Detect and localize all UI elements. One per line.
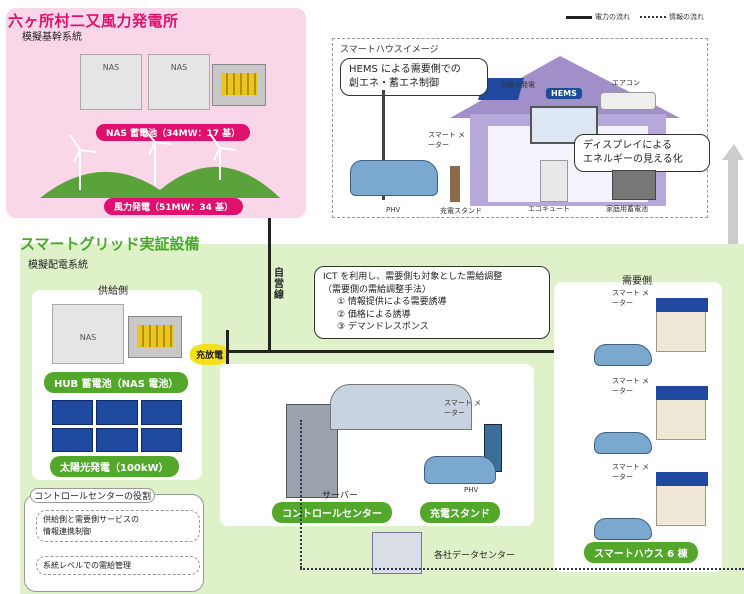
control-role-title: コントロールセンターの役割	[30, 488, 156, 503]
data-center-icon	[372, 532, 422, 574]
house-meter-label: スマート メーター	[612, 289, 650, 307]
private-line-vertical	[268, 218, 271, 352]
hems-callout: HEMS による需要側での 創エネ・蓄エネ制御	[340, 58, 488, 96]
utility-pole-icon	[382, 90, 385, 200]
phv-small-label: PHV	[386, 206, 401, 214]
server-icon	[286, 404, 338, 498]
legend-info: 情報の流れ	[640, 12, 704, 22]
hub-battery-cells	[128, 316, 182, 358]
control-role-item1-line: 供給側と需要側サービスの	[43, 515, 139, 524]
server-label: サーバー	[322, 491, 358, 501]
info-flow-line-vertical	[300, 420, 302, 568]
ecocute-icon	[540, 160, 568, 202]
nas-text: NAS	[102, 63, 120, 72]
charge-stand-label: 充電スタンド	[420, 502, 500, 523]
solar-panel	[140, 427, 182, 452]
solar-panel	[96, 400, 138, 425]
home-battery-label: 家庭用蓄電池	[606, 205, 648, 213]
solar-label: 太陽光発電（100kW）	[50, 456, 179, 477]
control-center-label: コントロールセンター	[272, 502, 392, 523]
hub-battery-label: HUB 蓄電池（NAS 電池）	[44, 372, 189, 393]
ecocute-label: エコキュート	[528, 205, 570, 213]
ict-item: ① 情報提供による需要誘導	[337, 297, 447, 308]
flow-arrow-icon	[722, 144, 744, 340]
house-meter-label: スマート メーター	[612, 377, 650, 395]
display-callout-line: エネルギーの見える化	[583, 154, 683, 165]
roof-solar-icon	[656, 386, 708, 400]
control-role-item1: 供給側と需要側サービスの 情報連携制御	[36, 510, 200, 542]
hub-battery-icon: NAS	[52, 304, 124, 364]
solar-array	[52, 400, 182, 452]
ict-line: ICT を利用し、需要側も対象とした需給調整	[323, 272, 503, 282]
charge-discharge-badge: 充放電	[190, 344, 230, 365]
house-meter-label: スマート メーター	[428, 131, 466, 149]
solar-panel	[96, 427, 138, 452]
smart-house-image-box	[332, 38, 708, 218]
main-power-line	[226, 350, 626, 353]
hems-badge: HEMS	[546, 88, 582, 99]
wind-label: 風力発電（51MW：34 基）	[104, 198, 244, 215]
roof-solar-icon	[656, 472, 708, 486]
display-monitor-icon	[530, 106, 598, 144]
nas-battery-unit: NAS	[80, 54, 142, 110]
smart-house-unit: スマート メーター	[576, 462, 716, 542]
battery-cells-icon	[137, 325, 173, 347]
control-building-icon	[330, 384, 472, 430]
house-meter-label: スマート メーター	[612, 463, 650, 481]
phv-car-icon	[594, 432, 652, 454]
solar-panel	[140, 400, 182, 425]
display-callout-line: ディスプレイによる	[583, 140, 672, 151]
wind-farm-subtitle: 模擬基幹系統	[22, 32, 82, 43]
phv-car-icon	[424, 456, 496, 484]
hems-callout-line: HEMS による需要側での	[349, 64, 461, 75]
phv-car-icon	[594, 344, 652, 366]
nas-text: NAS	[170, 63, 188, 72]
demand-side-label: 需要側	[622, 276, 652, 287]
wind-farm-title: 六ヶ所村二又風力発電所	[8, 12, 179, 30]
home-battery-icon	[612, 170, 656, 200]
smart-house-caption: スマートハウスイメージ	[340, 45, 439, 55]
control-role-box	[24, 494, 204, 592]
legend: 電力の流れ 情報の流れ	[566, 12, 704, 22]
solar-small-label: 太陽光発電	[500, 81, 535, 89]
wind-farm-illustration	[40, 130, 280, 198]
smart-house-6-label: スマートハウス 6 棟	[584, 542, 698, 563]
hems-callout-line: 創エネ・蓄エネ制御	[349, 78, 439, 89]
solar-panel	[52, 427, 94, 452]
display-callout: ディスプレイによる エネルギーの見える化	[574, 134, 710, 172]
private-line-label: 自営線	[274, 268, 284, 301]
phv-car-icon	[594, 518, 652, 540]
supply-side-label: 供給側	[98, 286, 128, 297]
control-role-item2: 系統レベルでの需給管理	[36, 556, 200, 575]
data-center-label: 各社データセンター	[434, 551, 516, 561]
charge-stand-small-label: 充電スタンド	[440, 207, 482, 215]
phv-car-icon	[350, 160, 438, 196]
info-flow-line	[300, 568, 744, 570]
ict-line: （需要側の需給調整手法）	[323, 284, 432, 295]
smart-grid-subtitle: 模擬配電系統	[28, 260, 88, 271]
ict-callout: ICT を利用し、需要側も対象とした需給調整 （需要側の需給調整手法） ① 情報…	[314, 266, 550, 339]
charge-stand-icon	[450, 166, 460, 202]
control-role-item1-line: 情報連携制御	[43, 527, 91, 536]
battery-cells-icon	[221, 73, 257, 95]
cc-meter-label: スマート メーター	[444, 399, 482, 417]
ict-item: ② 価格による誘導	[337, 309, 411, 320]
smart-house-unit: スマート メーター	[576, 376, 716, 456]
solar-panel	[52, 400, 94, 425]
legend-power: 電力の流れ	[566, 12, 630, 22]
aircon-icon	[600, 92, 656, 110]
aircon-label: エアコン	[612, 79, 640, 87]
battery-cell-box	[212, 64, 266, 106]
roof-solar-icon	[656, 298, 708, 312]
nas-text: NAS	[79, 333, 97, 342]
cc-phv-label: PHV	[464, 486, 479, 494]
nas-battery-group: NAS NAS	[80, 44, 270, 114]
nas-battery-unit: NAS	[148, 54, 210, 110]
smart-grid-title: スマートグリッド実証設備	[20, 235, 200, 253]
smart-house-unit: スマート メーター	[576, 288, 716, 368]
ict-item: ③ デマンドレスポンス	[337, 322, 429, 333]
